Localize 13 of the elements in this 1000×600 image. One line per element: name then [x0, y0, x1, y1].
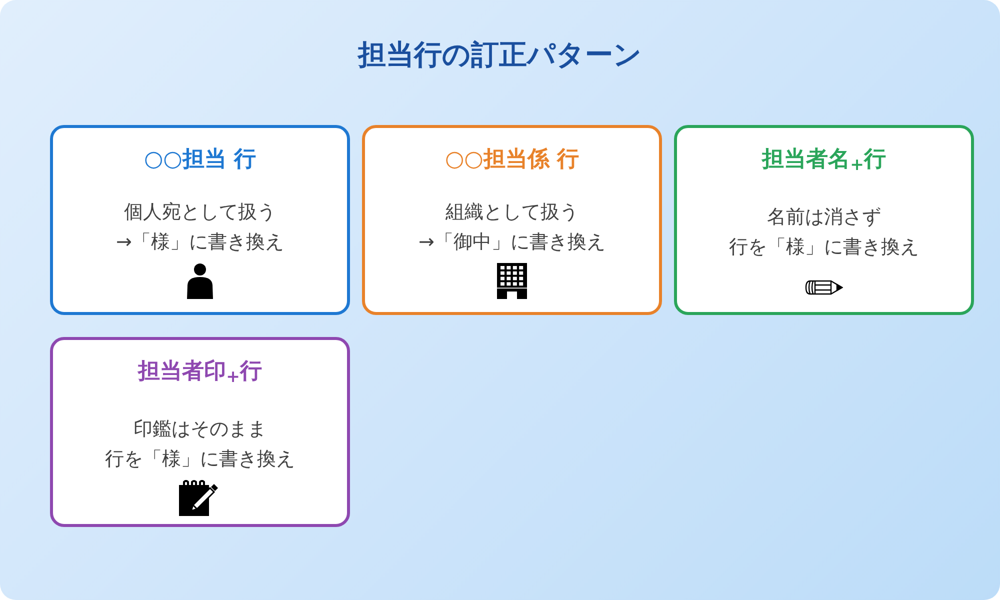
card-heading: ○○担当 行 [144, 146, 256, 174]
pattern-card [362, 125, 662, 315]
pattern-card [50, 337, 350, 527]
card-heading: ○○担当係 行 [444, 146, 580, 174]
card-text: 名前は消さず行を「様」に書き換え [729, 205, 919, 260]
card-text: 印鑑はそのまま行を「様」に書き換え [105, 417, 295, 472]
card-text: 個人宛として扱う→「様」に書き換え [116, 200, 284, 255]
pattern-card [674, 125, 974, 315]
pattern-card [50, 125, 350, 315]
card-heading: 担当者印$_{+}$行 [138, 358, 262, 388]
card-text: 組織として扱う→「御中」に書き換え [418, 200, 606, 255]
diagram-title: 担当行の訂正パターン [358, 37, 642, 73]
card-heading: 担当者名$_{+}$行 [762, 146, 886, 176]
